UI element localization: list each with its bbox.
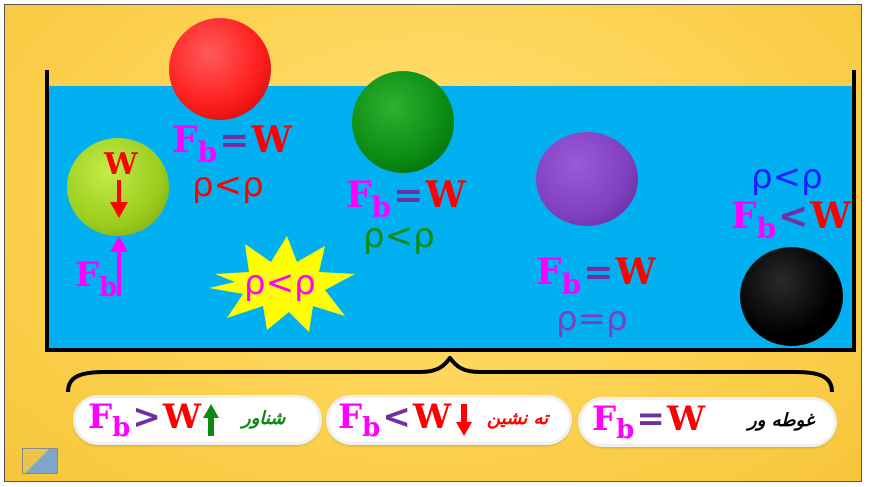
weight-symbol: W (666, 399, 706, 439)
equals-sign: = (583, 252, 614, 293)
green-ball-density: ρ<ρ (363, 216, 435, 256)
purple-ball (536, 132, 638, 226)
legend-pill-floating (76, 398, 319, 442)
black-ball-density: ρ<ρ (751, 157, 823, 197)
less-than-sign: < (382, 397, 411, 437)
star-density: ρ<ρ (244, 263, 316, 303)
green-ball (352, 71, 454, 173)
fb-symbol: F (338, 397, 363, 437)
fb-symbol: F (88, 397, 113, 437)
legend-suspended-label: غوطه ور (748, 410, 815, 431)
equals-sign: = (219, 120, 250, 161)
red-ball-force-equation: Fb=W (172, 119, 292, 167)
yellow-ball-buoyant-label: Fb (75, 255, 117, 301)
fb-symbol: F (536, 251, 562, 293)
fb-subscript: b (112, 413, 131, 443)
green-ball-force-equation: Fb=W (346, 174, 466, 222)
weight-symbol: W (412, 397, 452, 437)
red-ball-density: ρ<ρ (192, 165, 264, 205)
curly-brace (66, 356, 834, 393)
legend-pill-suspended (581, 400, 834, 444)
legend-pill-sinking (329, 398, 569, 442)
legend-suspended-equation: Fb=W (592, 399, 706, 443)
star-burst (209, 236, 355, 332)
less-than-sign: < (778, 196, 809, 237)
purple-ball-density: ρ=ρ (556, 299, 628, 339)
equals-sign: = (636, 399, 665, 439)
greater-than-sign: > (132, 397, 161, 437)
up-arrow-icon (203, 404, 219, 436)
weight-symbol: W (251, 119, 292, 161)
weight-symbol: W (810, 195, 851, 237)
weight-symbol: W (425, 174, 466, 216)
legend-sinking-equation: Fb<W (338, 397, 452, 441)
fb-symbol: F (75, 255, 100, 295)
fb-symbol: F (172, 119, 198, 161)
weight-arrow-down-icon (110, 180, 128, 218)
weight-symbol: W (162, 397, 202, 437)
fb-subscript: b (197, 136, 218, 169)
fb-symbol: F (346, 174, 372, 216)
slide-thumbnail-icon[interactable] (22, 448, 58, 474)
legend-floating-label: شناور (242, 408, 286, 429)
fb-symbol: F (731, 195, 757, 237)
container-right-wall (852, 70, 856, 352)
legend-sinking-label: ته نشین (487, 408, 549, 429)
black-ball (740, 247, 843, 346)
container-left-wall (45, 70, 49, 352)
purple-ball-force-equation: Fb=W (536, 251, 656, 299)
fb-subscript: b (756, 212, 777, 245)
yellow-ball-weight-label: W (104, 147, 138, 182)
legend-floating-equation: Fb>W (88, 397, 202, 441)
buoyant-arrow-up-icon (110, 236, 128, 296)
equals-sign: = (393, 175, 424, 216)
black-ball-force-inequality: Fb<W (731, 195, 851, 243)
fb-symbol: F (592, 399, 617, 439)
fb-subscript: b (561, 268, 582, 301)
container-bottom (45, 348, 856, 352)
fb-subscript: b (616, 415, 635, 445)
weight-symbol: W (615, 251, 656, 293)
fb-subscript: b (371, 191, 392, 224)
fb-subscript: b (362, 413, 381, 443)
fb-subscript: b (99, 273, 118, 303)
red-ball (169, 18, 271, 120)
down-arrow-icon (456, 404, 472, 436)
